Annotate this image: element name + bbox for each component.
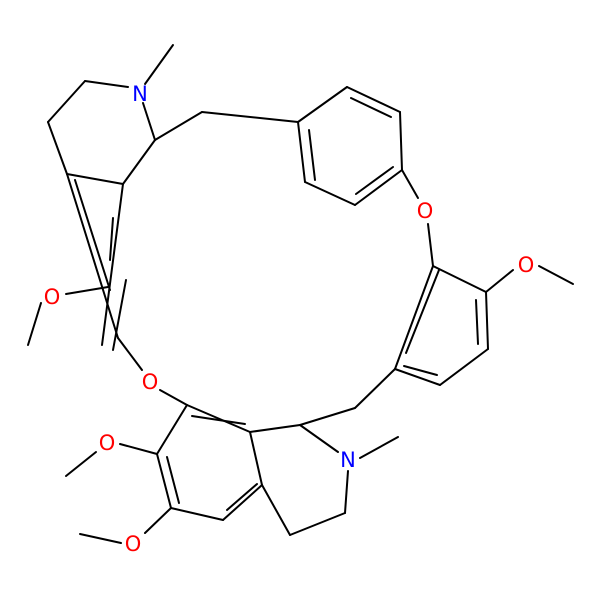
bond: [354, 169, 403, 206]
bond: [297, 86, 348, 123]
bond: [308, 129, 316, 181]
bond: [101, 183, 124, 346]
bond: [432, 265, 487, 293]
oxygen-atom-label: O: [44, 285, 61, 309]
bond: [344, 470, 349, 514]
bond: [403, 365, 438, 376]
bond: [170, 507, 224, 521]
bond: [66, 173, 119, 339]
bond: [109, 217, 114, 261]
bond: [249, 431, 263, 486]
bond-set: [27, 44, 574, 544]
bond: [249, 424, 301, 433]
bond: [66, 173, 124, 185]
bond: [485, 269, 514, 293]
bond: [405, 269, 440, 354]
bond: [485, 291, 489, 350]
bond: [261, 484, 291, 536]
bond: [74, 179, 111, 291]
bond: [166, 456, 180, 504]
bond: [304, 181, 356, 206]
bond: [394, 265, 434, 370]
bond: [186, 404, 251, 433]
bond: [154, 111, 203, 141]
bond: [156, 453, 172, 509]
bond: [27, 302, 42, 346]
bond: [122, 139, 156, 185]
bond: [394, 368, 441, 386]
bond: [47, 80, 86, 123]
oxygen-atom-label: O: [417, 199, 434, 223]
nitrogen-atom-label: N: [340, 448, 356, 472]
bond: [79, 533, 122, 544]
bond: [144, 44, 174, 85]
bond: [427, 223, 434, 267]
bond: [350, 97, 392, 118]
bond: [117, 337, 143, 371]
bond: [222, 484, 263, 521]
oxygen-atom-label: O: [518, 253, 535, 277]
bond: [159, 389, 188, 406]
bond: [475, 299, 479, 345]
bond: [299, 424, 339, 453]
bond: [226, 483, 258, 511]
bond: [289, 512, 346, 536]
nitrogen-atom-label: N: [132, 82, 148, 106]
bond: [354, 368, 396, 409]
bond: [142, 102, 156, 141]
bond: [201, 111, 299, 123]
bond: [297, 121, 306, 183]
bond: [191, 415, 246, 425]
oxygen-atom-label: O: [99, 431, 116, 455]
bond: [355, 166, 394, 195]
bond: [65, 451, 97, 477]
bond: [359, 436, 399, 459]
bond: [346, 86, 401, 113]
bond: [65, 286, 109, 295]
bond: [538, 265, 574, 285]
bond: [119, 443, 158, 455]
bond: [84, 80, 129, 88]
oxygen-atom-label: O: [142, 370, 159, 394]
atom-labels: N N O O O O O O: [44, 82, 535, 556]
bond: [401, 169, 419, 199]
bond: [399, 111, 403, 171]
bond: [47, 121, 68, 175]
bond: [439, 348, 489, 386]
bond: [144, 507, 172, 534]
bond: [156, 404, 188, 455]
bond: [112, 279, 127, 351]
oxygen-atom-label: O: [125, 532, 142, 556]
bond: [299, 407, 356, 426]
